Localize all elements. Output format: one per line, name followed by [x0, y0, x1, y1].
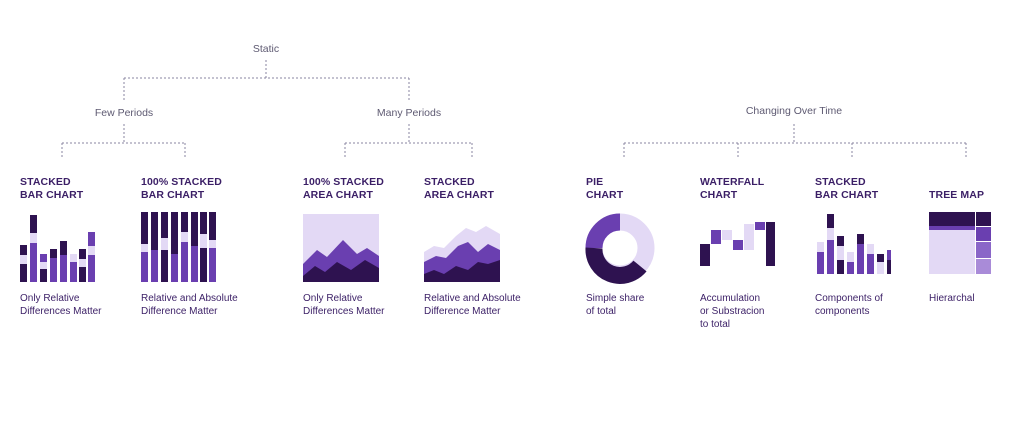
desc-line: Only Relative — [20, 293, 80, 304]
title-line: CHART — [700, 189, 738, 201]
title-line: PIE — [586, 176, 604, 188]
desc-line: components — [815, 306, 870, 317]
desc-line: Differences Matter — [303, 306, 385, 317]
pie-chart-description: Simple share of total — [586, 292, 644, 318]
pie-chart-title: PIE CHART — [586, 176, 623, 202]
desc-line: Simple share — [586, 293, 645, 304]
title-line: STACKED — [20, 176, 71, 188]
title-line: STACKED — [815, 176, 866, 188]
waterfall-chart-description: Accumulation or Substracion to total — [700, 292, 764, 331]
stacked-bar-chart-title: STACKED BAR CHART — [20, 176, 83, 202]
title-line: 100% STACKED — [303, 176, 384, 188]
title-line: BAR CHART — [815, 189, 879, 201]
title-line: CHART — [586, 189, 624, 201]
desc-line: Components of — [815, 293, 883, 304]
title-line: WATERFALL — [700, 176, 765, 188]
waterfall-chart-title: WATERFALL CHART — [700, 176, 764, 202]
stacked-bar-components-chart-description: Components of components — [815, 292, 883, 318]
stacked-bar-thumbnail-icon — [20, 215, 95, 282]
desc-line: or Substracion — [700, 306, 765, 317]
desc-line: Relative and Absolute — [424, 293, 521, 304]
donut-pie-thumbnail-icon — [585, 213, 655, 284]
desc-line: of total — [586, 306, 617, 317]
desc-line: Accumulation — [700, 293, 761, 304]
waterfall-thumbnail-icon — [700, 222, 775, 266]
title-line: TREE MAP — [929, 189, 985, 201]
desc-line: Difference Matter — [141, 306, 218, 317]
title-line: AREA CHART — [303, 189, 374, 201]
tree-map-thumbnail-icon — [929, 212, 991, 274]
title-line: STACKED — [424, 176, 475, 188]
title-line: AREA CHART — [424, 189, 495, 201]
percent-stacked-bar-chart-title: 100% STACKED BAR CHART — [141, 176, 222, 202]
title-line: BAR CHART — [141, 189, 205, 201]
static-node-label: Static — [252, 43, 280, 55]
title-line: BAR CHART — [20, 189, 84, 201]
stacked-area-thumbnail-icon — [424, 226, 500, 282]
stacked-bar-components-thumbnail-icon — [817, 214, 891, 274]
desc-line: Hierarchal — [929, 293, 975, 304]
desc-line: Only Relative — [303, 293, 363, 304]
desc-line: to total — [700, 319, 731, 330]
stacked-area-chart-description: Relative and Absolute Difference Matter — [424, 292, 521, 318]
percent-stacked-area-thumbnail-icon — [303, 214, 379, 282]
desc-line: Difference Matter — [424, 306, 501, 317]
tree-map-chart-title: TREE MAP — [929, 189, 984, 202]
desc-line: Relative and Absolute — [141, 293, 238, 304]
percent-stacked-bar-thumbnail-icon — [141, 212, 216, 282]
desc-line: Differences Matter — [20, 306, 102, 317]
few-periods-node-label: Few Periods — [94, 107, 154, 119]
title-line: 100% STACKED — [141, 176, 222, 188]
percent-stacked-area-chart-description: Only Relative Differences Matter — [303, 292, 385, 318]
stacked-bar-chart-description: Only Relative Differences Matter — [20, 292, 102, 318]
tree-map-chart-description: Hierarchal — [929, 292, 975, 305]
many-periods-node-label: Many Periods — [376, 107, 442, 119]
percent-stacked-bar-chart-description: Relative and Absolute Difference Matter — [141, 292, 238, 318]
stacked-bar-components-chart-title: STACKED BAR CHART — [815, 176, 878, 202]
stacked-area-chart-title: STACKED AREA CHART — [424, 176, 494, 202]
percent-stacked-area-chart-title: 100% STACKED AREA CHART — [303, 176, 384, 202]
changing-over-time-node-label: Changing Over Time — [745, 105, 843, 117]
